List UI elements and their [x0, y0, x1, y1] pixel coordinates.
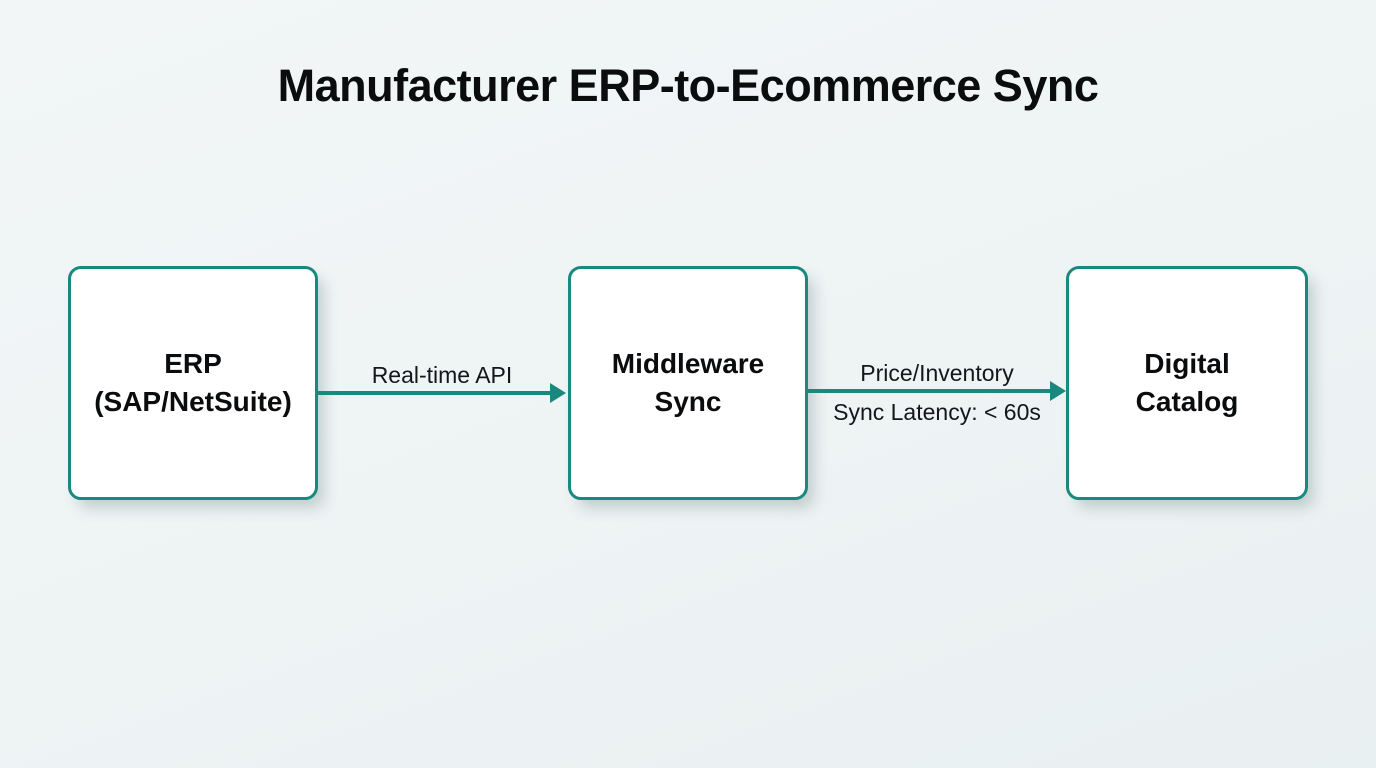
node-middleware-sync-label: Middleware Sync: [612, 345, 764, 421]
edge-erp-to-middleware-line: [318, 391, 550, 395]
node-erp-label-line2: (SAP/NetSuite): [94, 386, 292, 417]
node-digital-catalog: Digital Catalog: [1066, 266, 1308, 500]
edge-erp-to-middleware-label: Real-time API: [371, 362, 513, 388]
node-middleware-sync-label-line2: Sync: [654, 386, 722, 417]
edge-middleware-to-catalog: Price/Inventory Sync Latency: < 60s: [808, 360, 1066, 425]
edge-middleware-to-catalog-line: [808, 389, 1050, 393]
node-digital-catalog-label-line2: Catalog: [1135, 386, 1239, 417]
page-title: Manufacturer ERP-to-Ecommerce Sync: [277, 60, 1099, 111]
node-digital-catalog-label-line1: Digital: [1144, 348, 1230, 380]
node-erp: ERP (SAP/NetSuite): [68, 266, 318, 500]
node-middleware-sync-label-line1: Middleware: [611, 348, 765, 380]
arrowhead-right-icon: [550, 383, 566, 403]
node-digital-catalog-label: Digital Catalog: [1136, 345, 1239, 421]
node-middleware-sync: Middleware Sync: [568, 266, 808, 500]
edge-middleware-to-catalog-label: Price/Inventory: [860, 360, 1014, 386]
edge-erp-to-middleware: Real-time API: [318, 362, 566, 403]
node-erp-label: ERP (SAP/NetSuite): [94, 345, 292, 421]
arrowhead-right-icon: [1050, 381, 1066, 401]
node-erp-label-line1: ERP: [164, 348, 222, 380]
edge-middleware-to-catalog-sublabel: Sync Latency: < 60s: [833, 399, 1041, 425]
